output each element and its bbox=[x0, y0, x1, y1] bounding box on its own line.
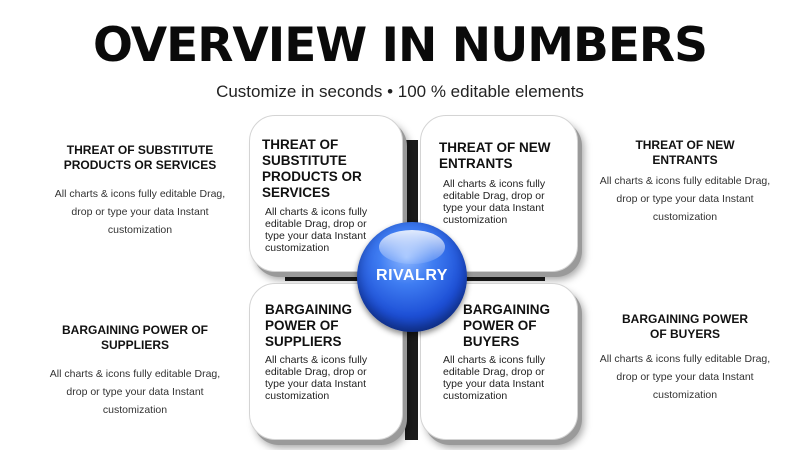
card-desc-line: customization bbox=[443, 214, 508, 226]
card-heading-line: POWER OF bbox=[463, 318, 537, 333]
side-heading: THREAT OF SUBSTITUTE PRODUCTS OR SERVICE… bbox=[40, 143, 240, 173]
card-heading: BARGAINING POWER OF SUPPLIERS bbox=[265, 302, 352, 350]
side-desc-line: All charts & icons fully editable Drag, bbox=[599, 175, 771, 187]
card-heading-line: SERVICES bbox=[262, 185, 331, 200]
side-desc-line: All charts & icons fully editable Drag, bbox=[49, 368, 221, 380]
side-heading-line: SUPPLIERS bbox=[100, 338, 169, 352]
card-heading-line: THREAT OF bbox=[262, 137, 339, 152]
card-heading-line: SUBSTITUTE bbox=[262, 153, 347, 168]
card-description: All charts & icons fully editable Drag, … bbox=[443, 178, 545, 226]
card-desc-line: editable Drag, drop or bbox=[265, 218, 367, 230]
card-heading-line: POWER OF bbox=[265, 318, 339, 333]
side-heading: BARGAINING POWER OF SUPPLIERS bbox=[30, 323, 240, 353]
card-heading-line: BUYERS bbox=[463, 334, 520, 349]
card-desc-line: type your data Instant bbox=[265, 378, 366, 390]
card-description: All charts & icons fully editable Drag, … bbox=[443, 354, 545, 402]
card-desc-line: All charts & icons fully bbox=[265, 354, 368, 366]
card-desc-line: All charts & icons fully bbox=[443, 354, 546, 366]
side-desc-line: customization bbox=[652, 389, 718, 401]
card-desc-line: type your data Instant bbox=[265, 230, 366, 242]
side-desc-line: All charts & icons fully editable Drag, bbox=[599, 353, 771, 365]
card-desc-line: All charts & icons fully bbox=[265, 206, 368, 218]
side-desc-line: All charts & icons fully editable Drag, bbox=[54, 188, 226, 200]
card-heading-line: SUPPLIERS bbox=[265, 334, 342, 349]
side-desc-line: drop or type your data Instant bbox=[66, 386, 204, 398]
side-desc-line: customization bbox=[107, 224, 173, 236]
page-subtitle: Customize in seconds • 100 % editable el… bbox=[216, 82, 584, 101]
side-desc-line: drop or type your data Instant bbox=[616, 193, 754, 205]
side-block-suppliers: BARGAINING POWER OF SUPPLIERS All charts… bbox=[30, 323, 240, 419]
card-heading-line: PRODUCTS OR bbox=[262, 169, 362, 184]
side-desc-line: drop or type your data Instant bbox=[616, 371, 754, 383]
card-description: All charts & icons fully editable Drag, … bbox=[265, 354, 367, 402]
side-heading-line: THREAT OF NEW bbox=[635, 138, 735, 152]
side-description: All charts & icons fully editable Drag, … bbox=[585, 172, 785, 226]
side-desc-line: drop or type your data Instant bbox=[71, 206, 209, 218]
card-desc-line: type your data Instant bbox=[443, 378, 544, 390]
card-heading-line: ENTRANTS bbox=[439, 156, 513, 171]
card-heading-line: BARGAINING bbox=[265, 302, 352, 317]
card-desc-line: customization bbox=[265, 390, 330, 402]
side-description: All charts & icons fully editable Drag, … bbox=[585, 350, 785, 404]
card-desc-line: type your data Instant bbox=[443, 202, 544, 214]
side-heading-line: THREAT OF SUBSTITUTE bbox=[66, 143, 214, 157]
rivalry-label: RIVALRY bbox=[376, 267, 448, 284]
card-desc-line: All charts & icons fully bbox=[443, 178, 546, 190]
side-heading-line: PRODUCTS OR SERVICES bbox=[63, 158, 217, 172]
card-desc-line: editable Drag, drop or bbox=[443, 190, 545, 202]
card-substitutes: THREAT OF SUBSTITUTE PRODUCTS OR SERVICE… bbox=[249, 115, 403, 272]
side-block-new-entrants: THREAT OF NEW ENTRANTS All charts & icon… bbox=[585, 138, 785, 226]
card-heading-line: BARGAINING bbox=[463, 302, 550, 317]
side-description: All charts & icons fully editable Drag, … bbox=[40, 185, 240, 239]
card-desc-line: editable Drag, drop or bbox=[265, 366, 367, 378]
side-block-buyers: BARGAINING POWER OF BUYERS All charts & … bbox=[585, 312, 785, 404]
card-desc-line: customization bbox=[265, 242, 330, 254]
card-desc-line: editable Drag, drop or bbox=[443, 366, 545, 378]
side-heading: THREAT OF NEW ENTRANTS bbox=[585, 138, 785, 168]
card-description: All charts & icons fully editable Drag, … bbox=[265, 206, 367, 254]
card-heading: BARGAINING POWER OF BUYERS bbox=[463, 302, 550, 350]
side-desc-line: customization bbox=[652, 211, 718, 223]
card-desc-line: customization bbox=[443, 390, 508, 402]
side-description: All charts & icons fully editable Drag, … bbox=[30, 365, 240, 419]
side-heading-line: OF BUYERS bbox=[649, 327, 720, 341]
card-suppliers: BARGAINING POWER OF SUPPLIERS All charts… bbox=[249, 283, 403, 440]
side-desc-line: customization bbox=[102, 404, 168, 416]
side-heading-line: ENTRANTS bbox=[652, 153, 718, 167]
side-heading: BARGAINING POWER OF BUYERS bbox=[585, 312, 785, 342]
side-heading-line: BARGAINING POWER OF bbox=[62, 323, 208, 337]
card-heading-line: THREAT OF NEW bbox=[439, 140, 551, 155]
rivalry-sphere: RIVALRY bbox=[357, 222, 467, 332]
side-block-substitutes: THREAT OF SUBSTITUTE PRODUCTS OR SERVICE… bbox=[40, 143, 240, 239]
page-title: OVERVIEW IN NUMBERS bbox=[93, 18, 708, 73]
card-heading: THREAT OF SUBSTITUTE PRODUCTS OR SERVICE… bbox=[262, 137, 362, 201]
card-heading: THREAT OF NEW ENTRANTS bbox=[439, 140, 551, 172]
card-buyers: BARGAINING POWER OF BUYERS All charts & … bbox=[420, 283, 578, 440]
side-heading-line: BARGAINING POWER bbox=[622, 312, 748, 326]
